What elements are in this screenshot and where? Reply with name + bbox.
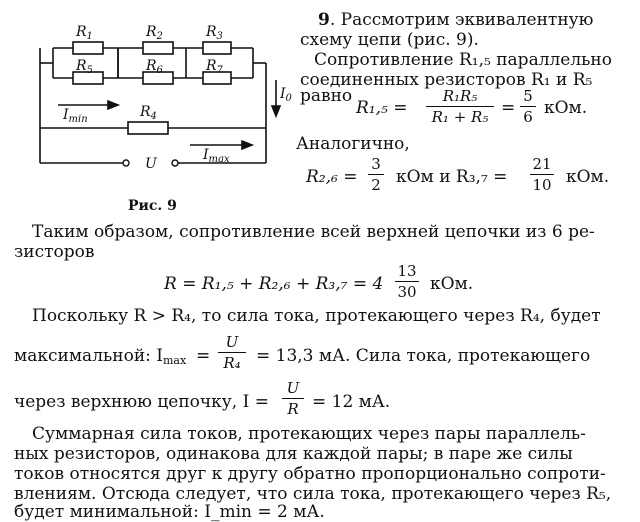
eq4-post: = 13,3 мА. Сила тока, протекающего [256, 346, 591, 366]
resistor-r2 [142, 41, 174, 55]
label-imin: Imin [62, 107, 88, 125]
problem-number: 9 [318, 10, 330, 30]
label-r4: R4 [139, 104, 157, 122]
eq4-pre: максимальной: Imax [14, 346, 187, 367]
intro-line1: 9. Рассмотрим эквивалентную [318, 10, 594, 30]
resistor-r4 [127, 121, 169, 135]
label-i0: I0 [279, 86, 293, 104]
para2: Поскольку R > R₄, то сила тока, протекаю… [32, 306, 601, 326]
resistor-r5 [72, 71, 104, 85]
resistor-r6 [142, 71, 174, 85]
label-r7: R7 [205, 58, 224, 76]
para3-line3: токов относятся друг к другу обратно про… [14, 464, 606, 484]
eq2-lhs: R₂,₆ = [306, 167, 358, 187]
para1-line2: зисторов [14, 242, 95, 262]
resistor-r1 [72, 41, 104, 55]
circuit-diagram: R1 R2 R3 R5 R6 R7 R4 I0 Imin Imax U [39, 24, 293, 172]
eq1-equals: = [501, 98, 516, 118]
analog-text: Аналогично, [296, 134, 410, 154]
label-r6: R6 [145, 58, 164, 76]
label-r3: R3 [205, 24, 223, 42]
eq3-text: R = R₁,₅ + R₂,₆ + R₃,₇ = 4 [164, 274, 384, 294]
eq1-lhs: R₁,₅ = [356, 98, 408, 118]
label-r2: R2 [145, 24, 163, 42]
eq2-unit: кОм. [566, 167, 610, 187]
eq3-unit: кОм. [430, 274, 474, 294]
eq1-unit: кОм. [544, 98, 588, 118]
resistor-r7 [202, 71, 232, 85]
intro-line3: Сопротивление R₁,₅ параллельно [314, 50, 612, 70]
label-u: U [145, 156, 158, 172]
label-imax: Imax [202, 147, 230, 165]
eq2-mid: кОм и R₃,₇ = [396, 167, 508, 187]
para3-line1: Суммарная сила токов, протекающих через … [32, 424, 586, 444]
para3-line5: будет минимальной: I_min = 2 мА. [14, 502, 325, 522]
eq5-pre: через верхнюю цепочку, I = [14, 392, 269, 412]
label-r1: R1 [75, 24, 93, 42]
figure-caption: Рис. 9 [128, 198, 177, 214]
eq4-equals: = [196, 346, 211, 366]
para3-line4: влениям. Отсюда следует, что сила тока, … [14, 484, 612, 504]
para3-line2: ных резисторов, одинакова для каждой пар… [14, 444, 573, 464]
intro-line4: соединенных резисторов R₁ и R₅ [300, 70, 593, 90]
eq5-post: = 12 мА. [312, 392, 391, 412]
para1-line1: Таким образом, сопротивление всей верхне… [32, 222, 595, 242]
intro-line2: схему цепи (рис. 9). [300, 30, 479, 50]
resistor-r3 [202, 41, 232, 55]
label-r5: R5 [75, 58, 93, 76]
intro-line5: равно [300, 86, 353, 106]
